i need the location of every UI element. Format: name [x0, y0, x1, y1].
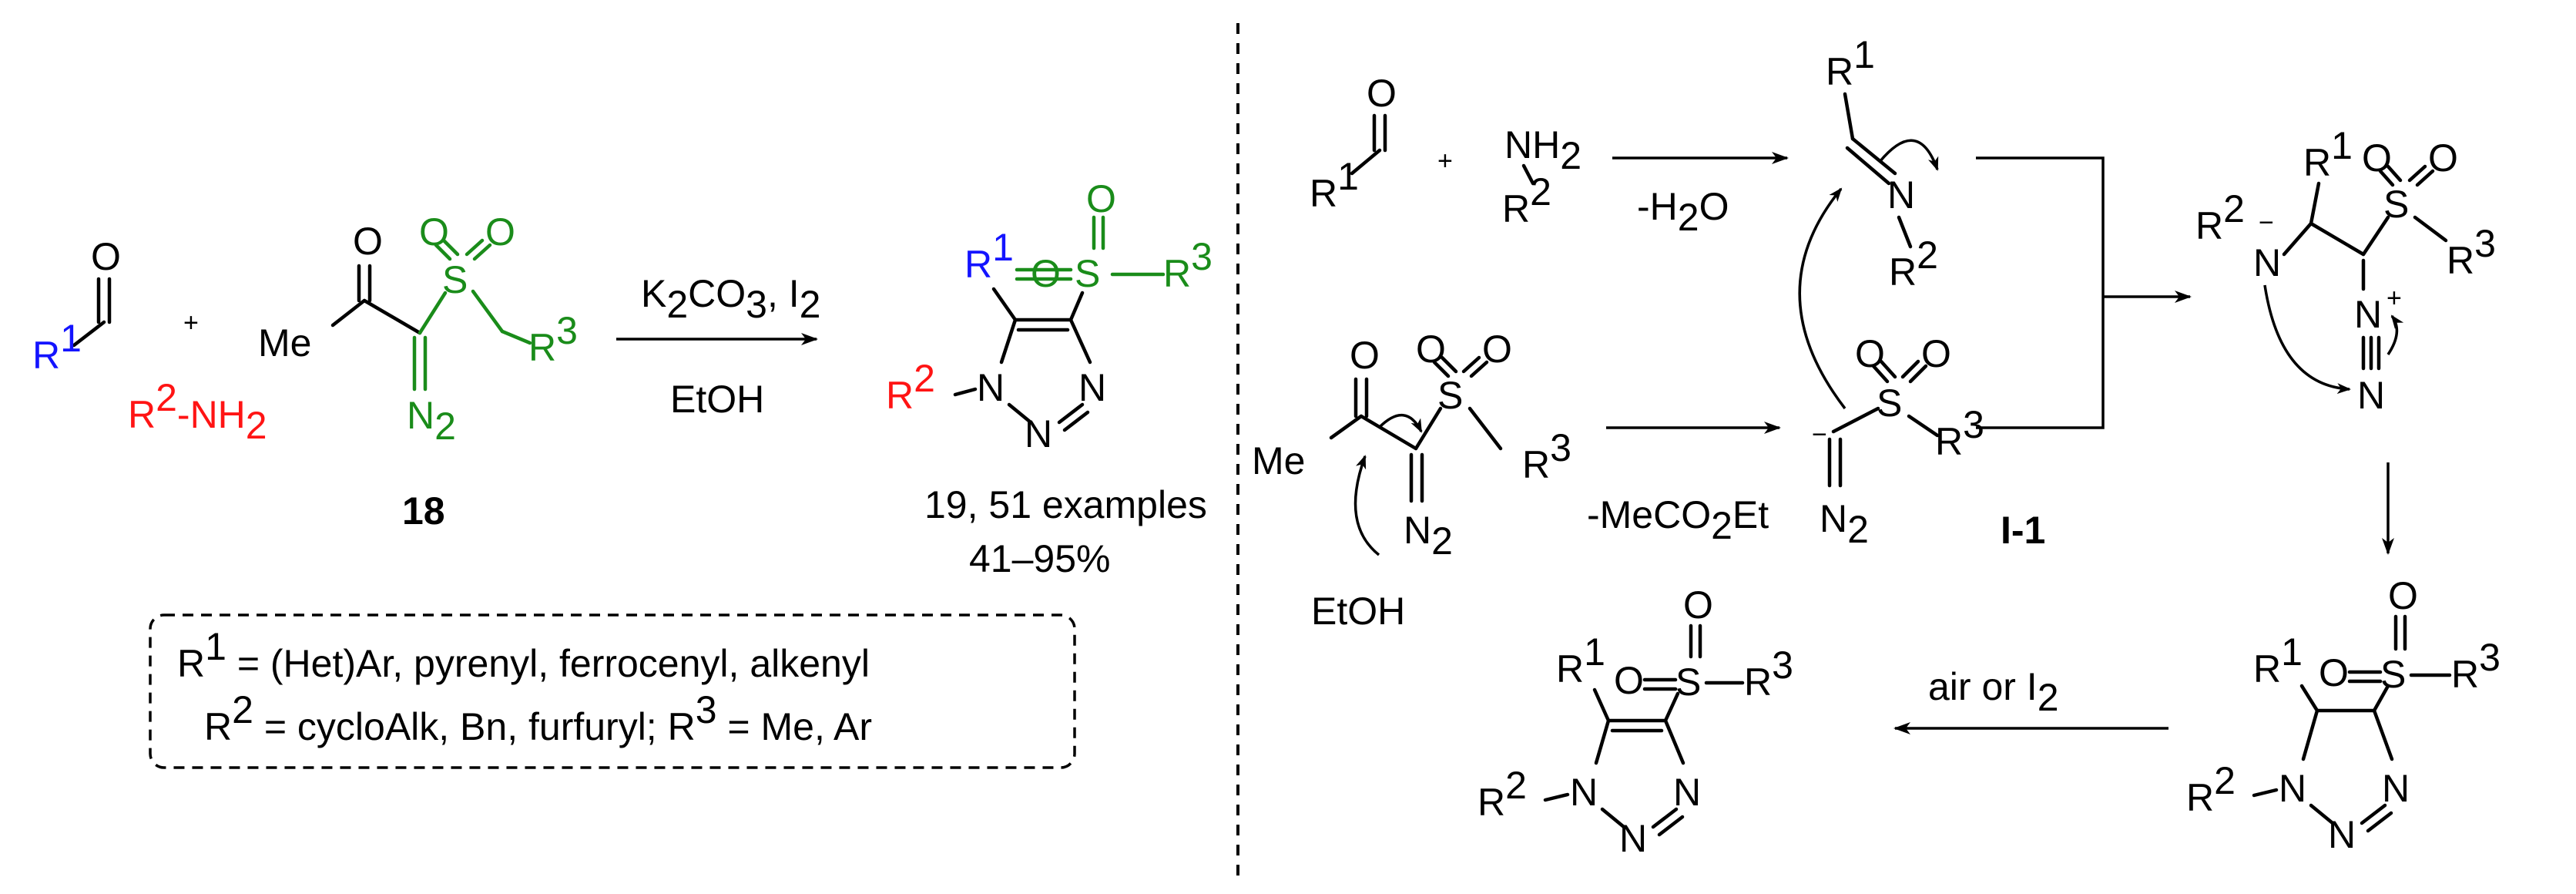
- svg-text:N: N: [2354, 293, 2382, 336]
- svg-text:R2: R2: [1478, 764, 1527, 824]
- svg-text:R2: R2: [1889, 234, 1938, 294]
- compound-18-r3: R3: [528, 309, 578, 369]
- svg-text:N: N: [1570, 771, 1598, 814]
- svg-text:O: O: [1031, 252, 1061, 295]
- svg-text:N: N: [2279, 767, 2306, 810]
- svg-text:N: N: [2357, 374, 2385, 417]
- svg-text:N: N: [977, 366, 1005, 409]
- svg-text:R3: R3: [1163, 235, 1213, 295]
- svg-text:R2: R2: [2186, 759, 2236, 819]
- oxidation-label: air or I2: [1928, 665, 2059, 719]
- svg-text:N2: N2: [1820, 497, 1869, 551]
- mech-diazo-compound: O Me S O O R3 N2 EtOH: [1252, 328, 1571, 633]
- svg-text:O: O: [485, 210, 515, 254]
- svg-text:O: O: [1086, 177, 1116, 220]
- svg-text:S: S: [2380, 653, 2406, 696]
- svg-text:Me: Me: [258, 321, 311, 365]
- svg-text:S: S: [1675, 660, 1701, 704]
- svg-text:O: O: [1416, 328, 1446, 371]
- svg-text:R3: R3: [2451, 636, 2501, 696]
- svg-text:−: −: [2259, 208, 2274, 237]
- left-panel: O R1 + R2-NH2 O Me S O O R3: [32, 177, 1213, 769]
- svg-text:R1: R1: [2253, 630, 2303, 691]
- right-panel: O R1 + NH2 R2 -H2O R1 N R2 O Me: [1252, 33, 2501, 860]
- svg-text:S: S: [1437, 374, 1463, 417]
- substituent-line-2: R2 = cycloAlk, Bn, furfuryl; R3 = Me, Ar: [204, 688, 872, 748]
- svg-text:−: −: [1812, 420, 1827, 449]
- adduct-intermediate: R2 − N R1 S O O R3 N + N: [2195, 124, 2496, 417]
- svg-text:R2: R2: [1502, 170, 1551, 230]
- triazoline-intermediate: R1 N N N R2 O S O R3: [2186, 574, 2501, 856]
- svg-text:O: O: [1482, 328, 1512, 371]
- svg-text:O: O: [1614, 659, 1644, 702]
- amine-reactant: R2-NH2: [128, 376, 267, 447]
- intermediate-label: I-1: [2001, 509, 2045, 552]
- svg-text:EtOH: EtOH: [1311, 590, 1405, 633]
- svg-text:R2: R2: [886, 357, 935, 417]
- compound-18-label: 18: [402, 489, 445, 533]
- reagents-top: K2CO3, I2: [641, 272, 820, 326]
- svg-text:R1: R1: [1556, 630, 1605, 691]
- product-19: R1 N N N R2 S O O R3 19, 51 examples: [886, 177, 1213, 580]
- triazole-product: R1 N N N R2 O S O R3: [1478, 583, 1793, 860]
- water-loss-label: -H2O: [1637, 185, 1729, 239]
- svg-text:S: S: [2383, 183, 2409, 226]
- svg-text:+: +: [1437, 146, 1453, 176]
- svg-text:R1: R1: [964, 226, 1014, 286]
- nucleophilic-attack-arrow: [1798, 187, 1846, 410]
- svg-text:N: N: [2328, 813, 2356, 856]
- imine-r1: R1: [1826, 33, 1875, 93]
- svg-text:O: O: [2388, 574, 2418, 617]
- svg-text:N2: N2: [1404, 509, 1453, 563]
- anion-intermediate: − S O O R3 N2 I-1: [1812, 332, 2045, 552]
- svg-text:N: N: [1673, 771, 1701, 814]
- product-19-label: 19, 51 examples: [924, 483, 1207, 526]
- svg-text:O: O: [2319, 651, 2349, 694]
- svg-text:O: O: [1367, 72, 1397, 115]
- mech-aldehyde-r1: R1: [1310, 155, 1359, 215]
- ester-loss-label: -MeCO2Et: [1587, 493, 1769, 547]
- svg-text:S: S: [1075, 252, 1100, 295]
- svg-text:R3: R3: [2447, 222, 2496, 282]
- aldehyde-oxygen: O: [91, 235, 121, 278]
- svg-text:N: N: [2382, 767, 2410, 810]
- svg-text:O: O: [1350, 334, 1380, 377]
- svg-text:R1: R1: [2303, 124, 2353, 184]
- svg-text:+: +: [2386, 284, 2402, 313]
- svg-text:R3: R3: [1935, 403, 1984, 463]
- svg-text:N: N: [2253, 241, 2281, 284]
- svg-text:N: N: [1887, 173, 1915, 217]
- svg-text:Me: Me: [1252, 439, 1305, 482]
- svg-text:O: O: [2428, 136, 2458, 180]
- svg-text:O: O: [2362, 136, 2392, 180]
- aldehyde-r1: R1: [32, 317, 82, 377]
- svg-text:N: N: [1619, 817, 1647, 860]
- svg-text:O: O: [1921, 332, 1951, 375]
- plus-sign-left: +: [183, 308, 199, 338]
- compound-18: O Me S O O R3 N2 18: [258, 210, 578, 533]
- reagents-bottom: EtOH: [670, 378, 764, 421]
- mech-amine: NH2: [1504, 123, 1581, 177]
- svg-text:N: N: [1078, 366, 1106, 409]
- svg-text:S: S: [1877, 381, 1902, 425]
- svg-text:S: S: [442, 258, 468, 301]
- svg-text:O: O: [419, 210, 449, 254]
- compound-18-n2: N2: [407, 394, 456, 448]
- svg-text:O: O: [353, 220, 383, 263]
- substituent-line-1: R1 = (Het)Ar, pyrenyl, ferrocenyl, alken…: [177, 625, 870, 685]
- substituent-box: [149, 613, 1076, 769]
- product-19-yield: 41–95%: [969, 537, 1111, 580]
- svg-text:R2: R2: [2195, 187, 2245, 247]
- svg-text:O: O: [1683, 583, 1713, 627]
- aldehyde-reactant: O R1: [32, 235, 121, 377]
- svg-text:R3: R3: [1522, 426, 1571, 486]
- svg-text:O: O: [1855, 332, 1885, 375]
- svg-text:R3: R3: [1744, 644, 1793, 704]
